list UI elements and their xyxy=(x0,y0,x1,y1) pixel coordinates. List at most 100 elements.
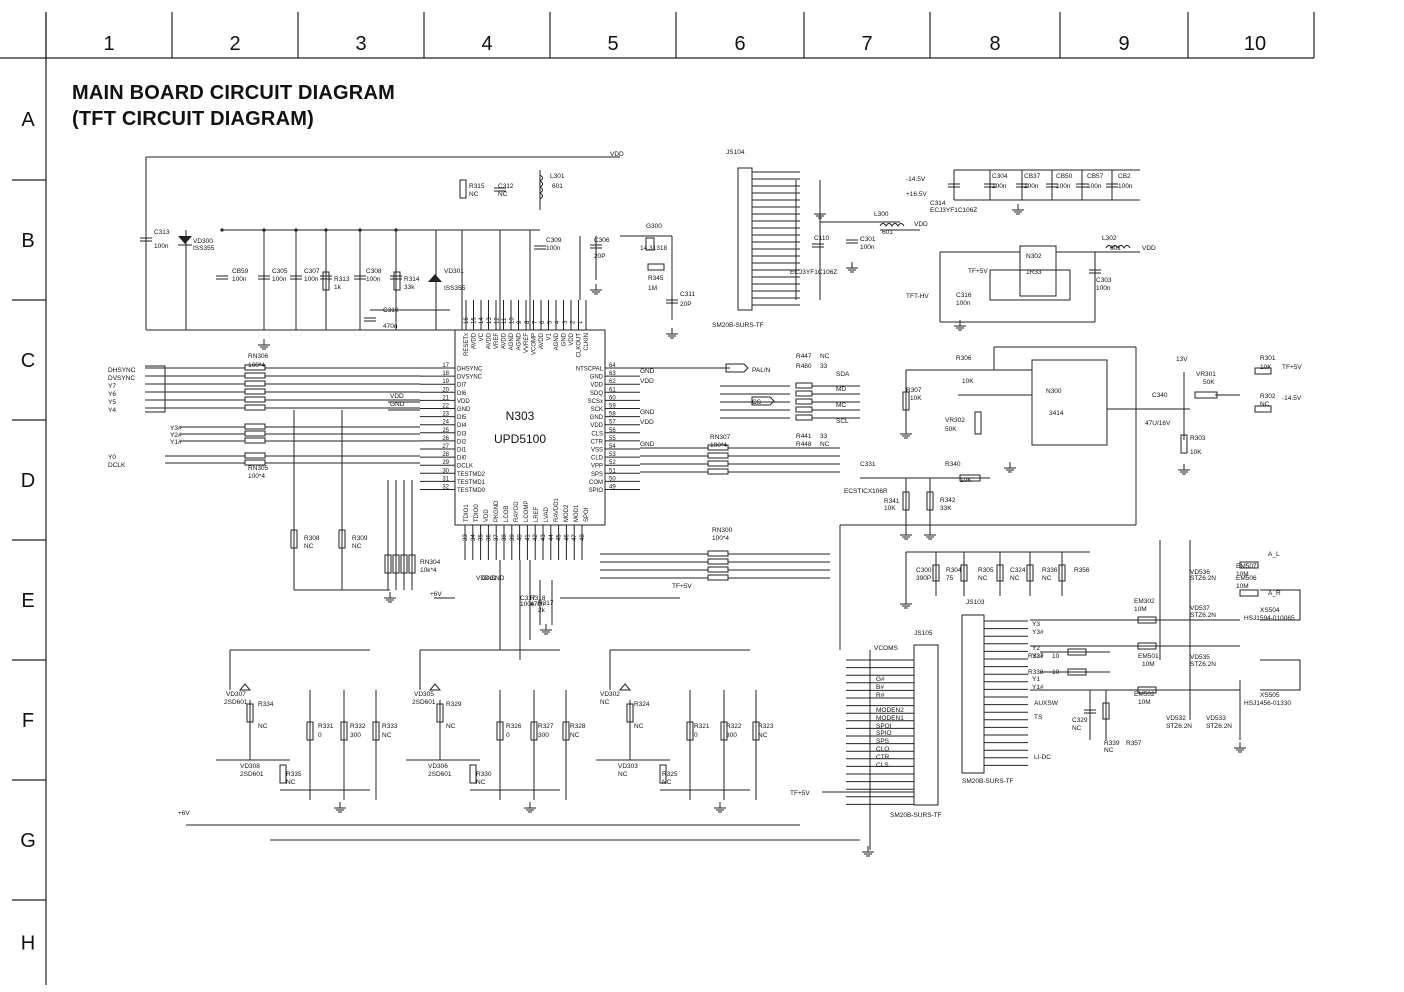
ic-pin-num-38: 38 xyxy=(502,534,508,541)
component-label: C329 xyxy=(1072,717,1088,724)
row-label-F: F xyxy=(22,710,34,732)
column-label-4: 4 xyxy=(481,33,492,55)
component-label: Y0 xyxy=(108,454,116,461)
ic-pin-num-19: 19 xyxy=(442,379,449,385)
component-label: NC xyxy=(258,723,268,730)
component-label: 10K xyxy=(1260,364,1272,371)
ic-pin-num-63: 63 xyxy=(609,371,616,377)
ic-pin-num-27: 27 xyxy=(442,444,449,450)
ic-pin-top: VREF xyxy=(494,333,500,349)
component-label: NC xyxy=(758,732,768,739)
component-label: 100n xyxy=(1087,183,1102,190)
ic-pin-top: AGND xyxy=(554,332,560,350)
component-label: R342 xyxy=(940,497,956,504)
component-label: SM20B-SURS-TF xyxy=(962,778,1014,785)
component-label: NC xyxy=(978,575,988,582)
ic-pin-top: CLKOUT xyxy=(577,333,583,358)
ic-pin-num-45: 45 xyxy=(557,534,563,541)
component-label: 601 xyxy=(552,183,563,190)
component-label: R335 xyxy=(286,771,302,778)
component-label: AUXSW xyxy=(1034,700,1059,707)
component-label: VCOMS xyxy=(874,645,899,652)
component-label: R317 xyxy=(538,600,554,607)
component-label: ECSTICX106R xyxy=(844,488,888,495)
ic-pin-num-54: 54 xyxy=(609,444,616,450)
ic-pin-num-58: 58 xyxy=(609,412,616,418)
component-label: EM506 xyxy=(1236,575,1257,582)
ic-pin-num-56: 56 xyxy=(609,428,616,434)
component-label: R302 xyxy=(1260,393,1276,400)
column-label-8: 8 xyxy=(989,33,1000,55)
ic-pin-right-57: VDD xyxy=(590,423,603,429)
component-label: 50K xyxy=(945,426,957,433)
ic-pin-num-60: 60 xyxy=(609,395,616,401)
component-label: 100n xyxy=(1024,183,1039,190)
component-label: 300 xyxy=(726,732,737,739)
component-label: Y3# xyxy=(170,425,182,432)
component-label: 100n xyxy=(1056,183,1071,190)
component-label: GND xyxy=(490,575,505,582)
component-label: STZ6.2N xyxy=(1166,723,1192,730)
component-label: 2k xyxy=(538,607,546,614)
component-label: R323 xyxy=(758,723,774,730)
component-label: EM302 xyxy=(1134,598,1155,605)
component-label: R324 xyxy=(634,701,650,708)
component-label: STZ6.2N xyxy=(1190,661,1216,668)
component-label: 10K xyxy=(884,505,896,512)
component-label: 47U/16V xyxy=(1145,420,1171,427)
component-label: VD303 xyxy=(618,763,638,770)
component-label: R314 xyxy=(404,276,420,283)
component-labels: VDDL301601R315NCC312NCC313100nVD300ISS35… xyxy=(108,149,1302,819)
component-label: CTR xyxy=(876,754,890,761)
ic-pin-num-61: 61 xyxy=(609,387,616,393)
component-label: TFT-HV xyxy=(906,293,929,300)
component-label: CB2 xyxy=(1118,173,1131,180)
ic-pin-right-54: VSS xyxy=(591,448,603,454)
component-label: R303 xyxy=(1190,435,1206,442)
component-label: R328 xyxy=(570,723,586,730)
component-label: PAL/N xyxy=(752,367,771,374)
component-label: Y2# xyxy=(1032,653,1044,660)
component-label: CB59 xyxy=(232,268,249,275)
component-label: 20P xyxy=(594,253,606,260)
ic-pin-num-40: 40 xyxy=(518,534,524,541)
component-label: 2SD601 xyxy=(412,699,436,706)
component-label: +6V xyxy=(178,810,190,817)
ic-pin-num-44: 44 xyxy=(549,534,555,541)
component-label: TF+5V xyxy=(672,583,692,590)
component-label: R326 xyxy=(506,723,522,730)
component-label: NC xyxy=(304,543,314,550)
component-label: 0 xyxy=(318,732,322,739)
component-label: Y5 xyxy=(108,399,116,406)
component-label: -14.5V xyxy=(1282,395,1302,402)
component-label: R337 xyxy=(1028,653,1044,660)
ic-pin-num-15: 15 xyxy=(472,317,478,324)
diagram-title: MAIN BOARD CIRCUIT DIAGRAM xyxy=(72,82,395,104)
component-label: VD305 xyxy=(414,691,434,698)
ic-pin-left-23: DI5 xyxy=(457,415,467,421)
ic-pin-top: AVDD xyxy=(487,332,493,349)
component-label: 14.31318 xyxy=(640,245,667,252)
component-label: Y6 xyxy=(108,391,116,398)
ic-pin-num-41: 41 xyxy=(525,534,531,541)
component-label: R333 xyxy=(382,723,398,730)
ic-pin-bottom: LREF xyxy=(534,506,540,522)
component-label: 100n xyxy=(304,276,319,283)
component-label: RN304 xyxy=(420,559,441,566)
ic-pin-num-8: 8 xyxy=(525,320,531,324)
ic-pin-top: CLKIN xyxy=(584,333,590,351)
component-label: NC xyxy=(1072,725,1082,732)
component-label: C324 xyxy=(1010,567,1026,574)
component-label: C306 xyxy=(594,237,610,244)
ic-pin-num-39: 39 xyxy=(510,534,516,541)
ic-pin-num-55: 55 xyxy=(609,436,616,442)
component-label: VDD xyxy=(476,575,490,582)
component-label: NC xyxy=(1260,401,1270,408)
ic-pin-num-9: 9 xyxy=(517,320,523,324)
component-label: R308 xyxy=(304,535,320,542)
ic-pin-num-21: 21 xyxy=(442,395,449,401)
component-label: SPOI xyxy=(876,723,892,730)
component-label: R329 xyxy=(446,701,462,708)
component-label: 10K xyxy=(960,477,972,484)
